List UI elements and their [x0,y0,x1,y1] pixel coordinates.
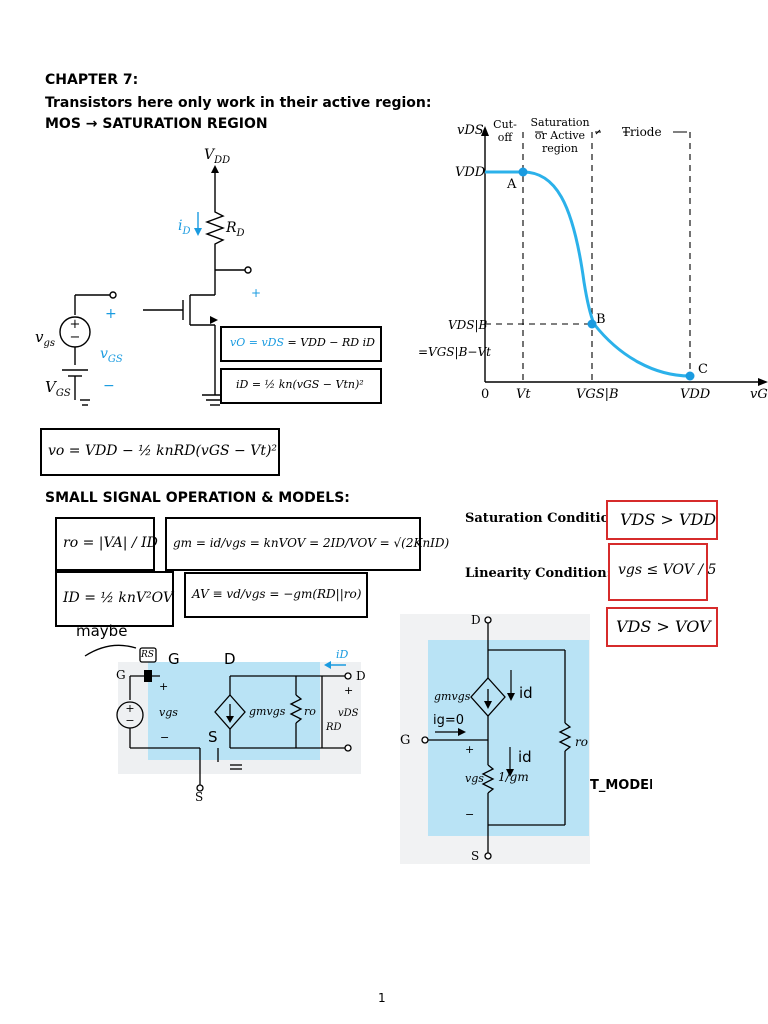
x-tick-0: 0 [481,387,490,402]
VGS-label: VGS [45,378,71,399]
linearity-condition-label: Linearity Condition: [465,566,612,581]
vo-eq-rhs: = VDD − RD iD [287,336,375,349]
linearity-condition-value: vgs ≤ VOV / 5 [618,562,717,578]
vo-eq-lhs: vO = vDS [230,336,285,349]
pi-s-label: S [195,790,204,804]
id-formula: ID = ½ knV²OV [63,590,173,606]
pi-g-handwritten: G [168,650,180,668]
mos-heading: MOS → SATURATION REGION [45,116,268,132]
t-model-highlight [428,640,589,836]
vov-condition-value: VDS > VOV [616,617,711,636]
t-id-top: id [519,684,533,702]
pi-id-label: iD [336,648,349,661]
t-ig-label: ig=0 [433,713,465,728]
t-g-label: G [400,733,411,748]
pi-g-label: G [116,668,126,682]
pi-vds-label: vDS [338,708,359,719]
pi-d-handwritten: D [224,650,236,668]
plus-output: + [251,286,262,300]
point-b-marker [587,319,597,329]
point-a-marker [518,167,528,177]
id-formula-box: ID = ½ knV²OV [55,571,174,627]
y-axis-arrow [481,126,489,136]
t-gmvgs-label: gmvgs [434,690,471,703]
region-saturation: Saturation or Active region [530,116,590,155]
vdd-label: VDD [204,147,231,166]
vo-big-eq: vo = VDD − ½ knRD(vGS − Vt)² [48,443,278,459]
t-vgs-label: vgs [465,772,484,785]
pi-rd-label: RD [326,722,342,733]
vo-equation-box: vO = vDS = VDD − RD iD [220,326,382,362]
pi-plus-out: + [344,684,354,697]
id-eq: iD = ½ kn(vGS − Vtn)² [236,378,364,391]
av-formula-box: AV ≡ vd/vgs = −gm(RD||ro) [184,572,368,618]
x-tick-vdd: VDD [680,387,711,402]
linearity-condition-box: vgs ≤ VOV / 5 [608,543,716,601]
pi-plus: + [159,680,169,693]
transfer-curve [485,170,691,378]
point-c-marker [685,371,695,381]
saturation-condition-label: Saturation Condition: [465,511,624,526]
chart-y-label: vDS [457,123,484,138]
id-equation-box: iD = ½ kn(vGS − Vtn)² [220,368,382,404]
pi-vgs-label: vgs [159,706,178,719]
minus-input: − [103,378,115,394]
t-model-circuit [421,616,572,860]
pi-model-highlight [148,662,320,760]
pi-ro-label: ro [304,705,316,718]
ro-formula-box: ro = |VA| / ID [55,517,158,571]
region-cutoff: Cut-off [493,118,517,144]
t-id-mid: id [518,748,532,766]
x-tick-vt: Vt [516,387,531,402]
small-signal-heading: SMALL SIGNAL OPERATION & MODELS: [45,490,350,506]
chart-x-label: vGS [750,387,768,402]
y-tick-vdd: VDD [455,165,486,180]
pi-model-circuit: + − [84,644,352,792]
av-formula: AV ≡ vd/vgs = −gm(RD||ro) [192,587,362,601]
region-triode: Triode [622,125,662,139]
vgs-label: vgs [35,328,56,349]
id-label: iD [178,218,191,237]
pi-s-handwritten: S [208,728,218,746]
t-plus: + [465,743,475,756]
pi-gmvgs-label: gmvgs [249,705,286,718]
vo-big-box: vo = VDD − ½ knRD(vGS − Vt)² [40,428,280,476]
t-s-label: S [471,849,480,863]
svg-text:−: − [125,714,134,727]
svg-text:−: − [70,330,81,345]
transfer-characteristic-chart [481,126,768,386]
t-invgm-label: 1/gm [498,770,529,784]
t-ro-label: ro [575,735,588,749]
maybe-note: maybe [76,622,128,640]
rs-label: RS [141,650,154,660]
t-d-label: D [471,613,481,627]
ro-formula: ro = |VA| / ID [63,535,158,551]
chapter-title: CHAPTER 7: [45,72,139,88]
vgs-big-label: vGS [100,346,123,365]
svg-text:+: + [125,702,134,715]
vov-condition-box: VDS > VOV [606,607,718,647]
point-a-label: A [507,177,517,192]
chapter-subtitle: Transistors here only work in their acti… [45,95,432,111]
t-model-caption: T_MODEL [590,778,652,793]
rd-label: RD [226,220,245,239]
saturation-condition-value: VDS > VDD [620,510,717,529]
pi-minus: − [160,731,170,744]
plus-input: + [105,306,117,322]
pi-d-label: D [356,669,366,683]
saturation-condition-box: VDS > VDD [606,500,718,540]
svg-text:+: + [70,317,81,332]
gm-formula: gm = id/vgs = knVOV = 2ID/VOV = √(2KnID) [173,536,450,550]
y-tick-vgsb: =VGS|B−Vt [418,345,491,359]
page-number: 1 [378,991,386,1005]
point-b-label: B [596,312,606,327]
y-tick-vdsb: VDS|B [448,318,488,332]
x-tick-vgsb: VGS|B [576,387,619,402]
t-minus: − [465,808,475,821]
x-axis-arrow [758,378,768,386]
point-c-label: C [698,362,708,377]
gm-formula-box: gm = id/vgs = knVOV = 2ID/VOV = √(2KnID) [165,517,449,571]
